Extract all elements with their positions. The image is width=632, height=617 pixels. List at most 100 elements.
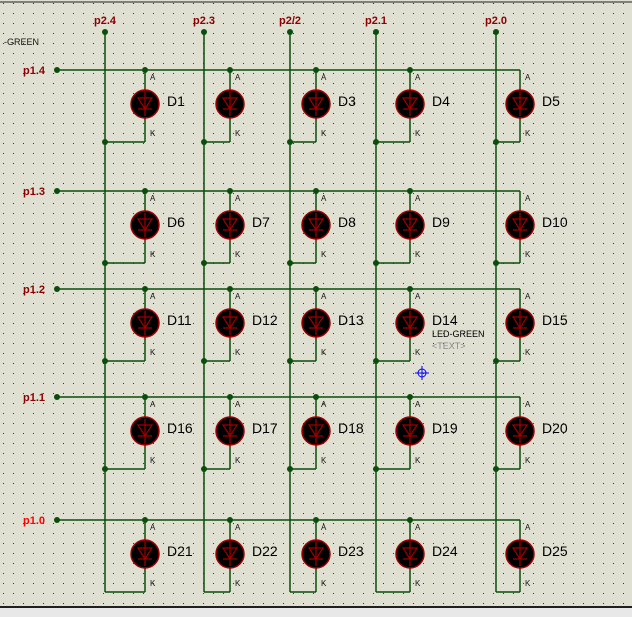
led-designator[interactable]: D6 [167, 214, 185, 230]
led-designator[interactable]: D5 [542, 93, 560, 109]
anode-pin-marker: A [235, 523, 241, 532]
row-label[interactable]: p1.0 [23, 515, 45, 527]
junction-dot [102, 466, 108, 472]
diode-symbol-icon [221, 213, 239, 237]
led-designator[interactable]: D1 [167, 93, 185, 109]
diode-symbol-icon [136, 419, 154, 443]
junction-dot [201, 466, 207, 472]
led-designator[interactable]: D19 [432, 420, 458, 436]
diode-symbol-icon [136, 213, 154, 237]
anode-pin-marker: A [235, 292, 241, 301]
cathode-pin-marker: K [321, 579, 327, 588]
led-designator[interactable]: D11 [167, 312, 192, 328]
diode-symbol-icon [511, 213, 529, 237]
cathode-pin-marker: K [415, 129, 421, 138]
led-designator[interactable]: D3 [338, 93, 356, 109]
led-designator[interactable]: D10 [542, 214, 568, 230]
junction-dot [287, 139, 293, 145]
diode-symbol-icon [307, 92, 325, 116]
terminal-dot [201, 29, 207, 35]
junction-dot [373, 466, 379, 472]
led-designator[interactable]: D23 [338, 543, 364, 559]
led-designator[interactable]: D15 [542, 312, 568, 328]
column-label[interactable]: p2/2 [279, 15, 301, 27]
led-designator[interactable]: D16 [167, 420, 193, 436]
anode-pin-marker: A [525, 400, 531, 409]
junction-dot [287, 466, 293, 472]
anode-pin-marker: A [415, 400, 421, 409]
part-label-fragment: -GREEN [4, 37, 39, 47]
junction-dot [201, 139, 207, 145]
diode-symbol-icon [401, 542, 419, 566]
diode-symbol-icon [511, 92, 529, 116]
anode-pin-marker: A [415, 73, 421, 82]
terminal-dot [54, 394, 60, 400]
cathode-pin-marker: K [321, 456, 327, 465]
junction-dot [201, 260, 207, 266]
led-designator[interactable]: D25 [542, 543, 568, 559]
led-designator[interactable]: D12 [252, 312, 278, 328]
led-designator[interactable]: D8 [338, 214, 356, 230]
led-designator[interactable]: D14 [432, 312, 458, 328]
diode-symbol-icon [136, 542, 154, 566]
terminal-dot [54, 286, 60, 292]
anode-pin-marker: A [235, 194, 241, 203]
terminal-dot [102, 29, 108, 35]
anode-pin-marker: A [525, 292, 531, 301]
led-designator[interactable]: D22 [252, 543, 278, 559]
anode-pin-marker: A [321, 194, 327, 203]
anode-pin-marker: A [235, 400, 241, 409]
cathode-pin-marker: K [415, 579, 421, 588]
led-type-label: LED-GREEN [432, 329, 485, 339]
status-bar [0, 606, 632, 617]
row-label[interactable]: p1.3 [23, 186, 45, 198]
cathode-pin-marker: K [321, 129, 327, 138]
cathode-pin-marker: K [235, 129, 241, 138]
diode-symbol-icon [401, 311, 419, 335]
led-designator[interactable]: D4 [432, 93, 450, 109]
column-label[interactable]: p2.3 [193, 15, 215, 27]
cathode-pin-marker: K [235, 250, 241, 259]
anode-pin-marker: A [150, 523, 156, 532]
led-designator[interactable]: D13 [338, 312, 364, 328]
anode-pin-marker: A [415, 523, 421, 532]
column-label[interactable]: p2.0 [485, 15, 507, 27]
cathode-pin-marker: K [415, 456, 421, 465]
led-designator[interactable]: D9 [432, 214, 450, 230]
led-designator[interactable]: D21 [167, 543, 193, 559]
cathode-pin-marker: K [415, 348, 421, 357]
row-label[interactable]: p1.4 [23, 65, 46, 77]
junction-dot [102, 260, 108, 266]
junction-dot [102, 139, 108, 145]
column-label[interactable]: p2.1 [365, 15, 387, 27]
anode-pin-marker: A [321, 73, 327, 82]
led-designator[interactable]: D7 [252, 214, 270, 230]
cathode-pin-marker: K [150, 250, 156, 259]
diode-symbol-icon [401, 419, 419, 443]
row-label[interactable]: p1.1 [23, 392, 45, 404]
diode-symbol-icon [401, 213, 419, 237]
anode-pin-marker: A [525, 194, 531, 203]
anode-pin-marker: A [321, 523, 327, 532]
terminal-dot [493, 29, 499, 35]
junction-dot [493, 358, 499, 364]
cathode-pin-marker: K [525, 348, 531, 357]
diode-symbol-icon [136, 92, 154, 116]
anode-pin-marker: A [150, 194, 156, 203]
column-label[interactable]: p2.4 [94, 15, 117, 27]
led-designator[interactable]: D24 [432, 543, 458, 559]
junction-dot [373, 358, 379, 364]
terminal-dot [287, 29, 293, 35]
diode-symbol-icon [307, 542, 325, 566]
cathode-pin-marker: K [525, 129, 531, 138]
led-designator[interactable]: D18 [338, 420, 364, 436]
led-designator[interactable]: D17 [252, 420, 278, 436]
cathode-pin-marker: K [525, 456, 531, 465]
cathode-pin-marker: K [321, 250, 327, 259]
row-label[interactable]: p1.2 [23, 284, 45, 296]
junction-dot [493, 260, 499, 266]
cathode-pin-marker: K [525, 250, 531, 259]
led-designator[interactable]: D20 [542, 420, 568, 436]
